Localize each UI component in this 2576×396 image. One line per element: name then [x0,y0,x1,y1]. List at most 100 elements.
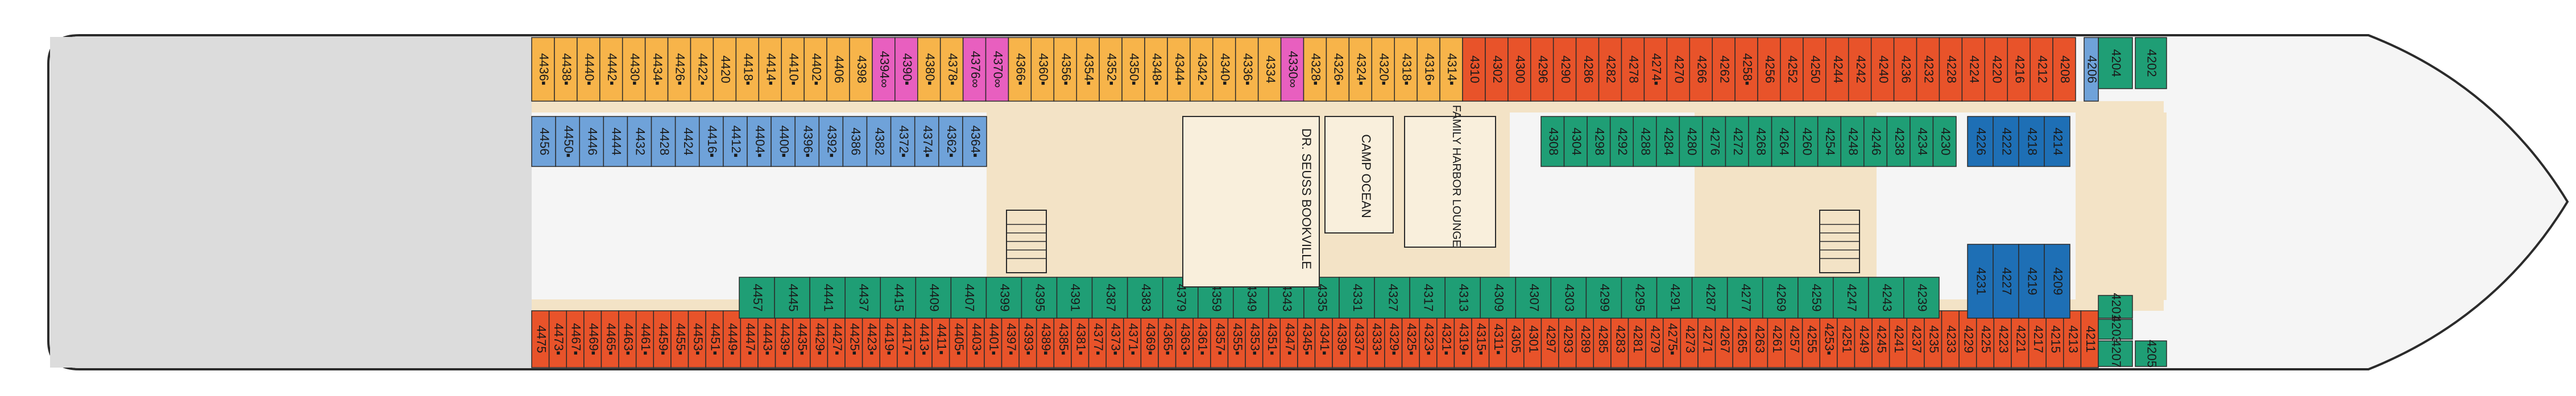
cabin[interactable]: 4411▪ [931,310,950,368]
cabin[interactable]: 4329▪ [1384,310,1403,368]
cabin-box[interactable] [622,37,646,102]
cabin[interactable]: 4221 [2011,310,2030,368]
cabin-box[interactable] [781,37,805,102]
cabin-box[interactable] [1784,310,1803,368]
cabin-box[interactable] [818,116,844,167]
cabin-box[interactable] [792,310,811,368]
cabin-box[interactable] [771,116,796,167]
cabin[interactable]: 4251 [1837,310,1856,368]
cabin-box[interactable] [1563,116,1588,167]
cabin[interactable]: 4222 [1993,116,2019,167]
cabin[interactable]: 4226 [1967,116,1994,167]
cabin[interactable]: 4461▪ [635,310,655,368]
cabin-box[interactable] [1485,37,1509,102]
cabin[interactable]: 4417▪ [897,310,916,368]
cabin[interactable]: 4440▪ [577,37,600,102]
cabin[interactable]: 4427▪ [827,310,846,368]
cabin-box[interactable] [1021,277,1058,319]
cabin[interactable]: 4345▪ [1297,310,1316,368]
cabin[interactable]: 4363▪ [1175,310,1194,368]
cabin[interactable]: 4257 [1784,310,1803,368]
cabin-box[interactable] [917,37,941,102]
cabin[interactable]: 4353▪ [1245,310,1264,368]
cabin-box[interactable] [1593,310,1612,368]
cabin[interactable]: 4333▪ [1366,310,1385,368]
cabin[interactable]: 4208 [2052,37,2076,102]
cabin[interactable]: 4393▪ [1018,310,1037,368]
cabin[interactable]: 4341▪ [1314,310,1333,368]
cabin[interactable]: 4241 [1888,310,1908,368]
cabin[interactable]: 4331 [1339,277,1375,319]
cabin[interactable]: 4410▪ [781,37,805,102]
cabin-box[interactable] [740,310,759,368]
cabin-box[interactable] [566,310,585,368]
cabin[interactable]: 4334 [1257,37,1282,102]
cabin-box[interactable] [1837,310,1856,368]
cabin-box[interactable] [1916,37,1940,102]
cabin-box[interactable] [2030,37,2053,102]
cabin[interactable]: 4316▪ [1417,37,1440,102]
cabin-box[interactable] [1091,277,1128,319]
cabin-box[interactable] [1863,116,1888,167]
cabin[interactable]: 4330∞ [1280,37,1304,102]
cabin[interactable]: 4270 [1666,37,1690,102]
cabin-box[interactable] [2044,116,2070,167]
cabin[interactable]: 4357▪ [1210,310,1229,368]
cabin[interactable]: 4426▪ [667,37,691,102]
cabin[interactable]: 4321▪ [1436,310,1455,368]
cabin[interactable]: 4361▪ [1192,310,1211,368]
cabin[interactable]: 4246 [1863,116,1888,167]
cabin[interactable]: 4233 [1941,310,1960,368]
cabin-box[interactable] [1621,37,1645,102]
cabin[interactable]: 4445 [774,277,810,319]
cabin[interactable]: 4220 [1984,37,2008,102]
cabin-box[interactable] [1508,37,1531,102]
cabin-box[interactable] [1627,310,1646,368]
cabin[interactable]: 4435▪ [792,310,811,368]
cabin-box[interactable] [1030,37,1055,102]
cabin-box[interactable] [757,310,776,368]
cabin-box[interactable] [2018,116,2045,167]
cabin-box[interactable] [2011,310,2030,368]
cabin[interactable]: 4239 [1903,277,1940,319]
cabin[interactable]: 4263 [1750,310,1769,368]
cabin[interactable]: 4424 [674,116,700,167]
cabin[interactable]: 4273 [1680,310,1699,368]
cabin[interactable]: 4451▪ [705,310,724,368]
cabin-box[interactable] [1008,37,1032,102]
cabin[interactable]: 4434▪ [644,37,669,102]
cabin[interactable]: 4217 [2028,310,2047,368]
cabin-box[interactable] [1257,37,1282,102]
cabin-box[interactable] [1941,310,1960,368]
cabin[interactable]: 4325▪ [1401,310,1420,368]
cabin[interactable]: 4475 [531,310,550,368]
cabin-box[interactable] [1192,310,1211,368]
cabin-box[interactable] [1993,310,2012,368]
cabin-box[interactable] [914,116,939,167]
cabin-box[interactable] [1794,116,1819,167]
cabin[interactable]: 4218 [2018,116,2045,167]
cabin[interactable]: 4386 [842,116,868,167]
cabin-box[interactable] [653,310,672,368]
cabin[interactable]: 4216 [2007,37,2031,102]
cabin-box[interactable] [827,310,846,368]
cabin[interactable]: 4237 [1906,310,1925,368]
cabin[interactable]: 4374▪ [914,116,939,167]
cabin[interactable]: 4315▪ [1471,310,1490,368]
cabin-box[interactable] [2135,37,2167,89]
cabin[interactable]: 4373▪ [1105,310,1124,368]
cabin[interactable]: 4317 [1409,277,1446,319]
cabin-box[interactable] [1123,310,1142,368]
cabin[interactable]: 4298 [1587,116,1611,167]
cabin[interactable]: 4362▪ [938,116,963,167]
cabin-box[interactable] [1262,310,1281,368]
cabin[interactable]: 4399 [985,277,1022,319]
cabin-box[interactable] [1036,310,1055,368]
cabin-box[interactable] [1725,116,1749,167]
cabin-box[interactable] [1235,37,1259,102]
cabin-box[interactable] [1332,310,1351,368]
cabin-box[interactable] [2098,37,2133,89]
cabin-box[interactable] [938,116,963,167]
cabin-box[interactable] [1848,37,1872,102]
cabin-box[interactable] [1076,37,1100,102]
